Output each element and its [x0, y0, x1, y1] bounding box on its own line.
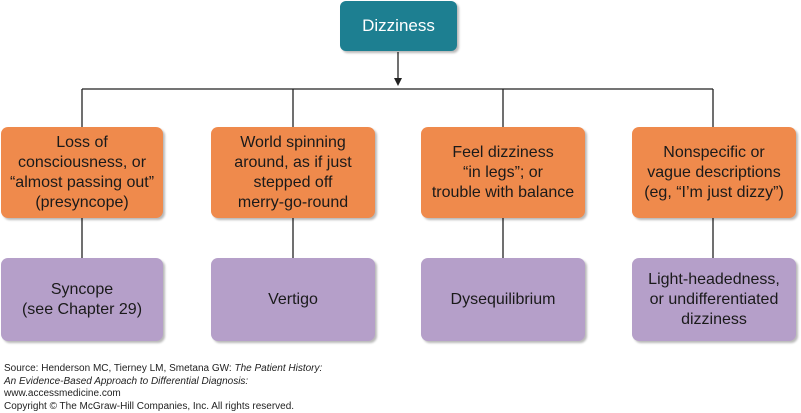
citation-text: Source: Henderson MC, Tierney LM, Smetan… — [4, 363, 334, 388]
outcome-node-syncope: Syncope (see Chapter 29) — [1, 258, 163, 341]
copyright-notice: Copyright © The McGraw-Hill Companies, I… — [4, 400, 295, 412]
citation-url: www.accessmedicine.com — [4, 388, 121, 399]
description-node-3: Feel dizziness “in legs”; or trouble wit… — [421, 127, 585, 218]
description-node-2: World spinning around, as if just steppe… — [211, 127, 375, 218]
root-node-dizziness: Dizziness — [340, 1, 457, 51]
citation-prefix: Source: Henderson MC, Tierney LM, Smetan… — [4, 363, 235, 374]
citation-book-title: The Patient History: An Evidence-Based A… — [4, 363, 323, 387]
source-citation: Source: Henderson MC, Tierney LM, Smetan… — [4, 363, 334, 413]
outcome-node-vertigo: Vertigo — [211, 258, 375, 341]
description-node-4: Nonspecific or vague descriptions (eg, “… — [632, 127, 796, 218]
outcome-node-dysequilibrium: Dysequilibrium — [421, 258, 585, 341]
description-node-1: Loss of consciousness, or “almost passin… — [1, 127, 163, 218]
outcome-node-light-headedness: Light-headedness, or undifferentiated di… — [632, 258, 796, 341]
